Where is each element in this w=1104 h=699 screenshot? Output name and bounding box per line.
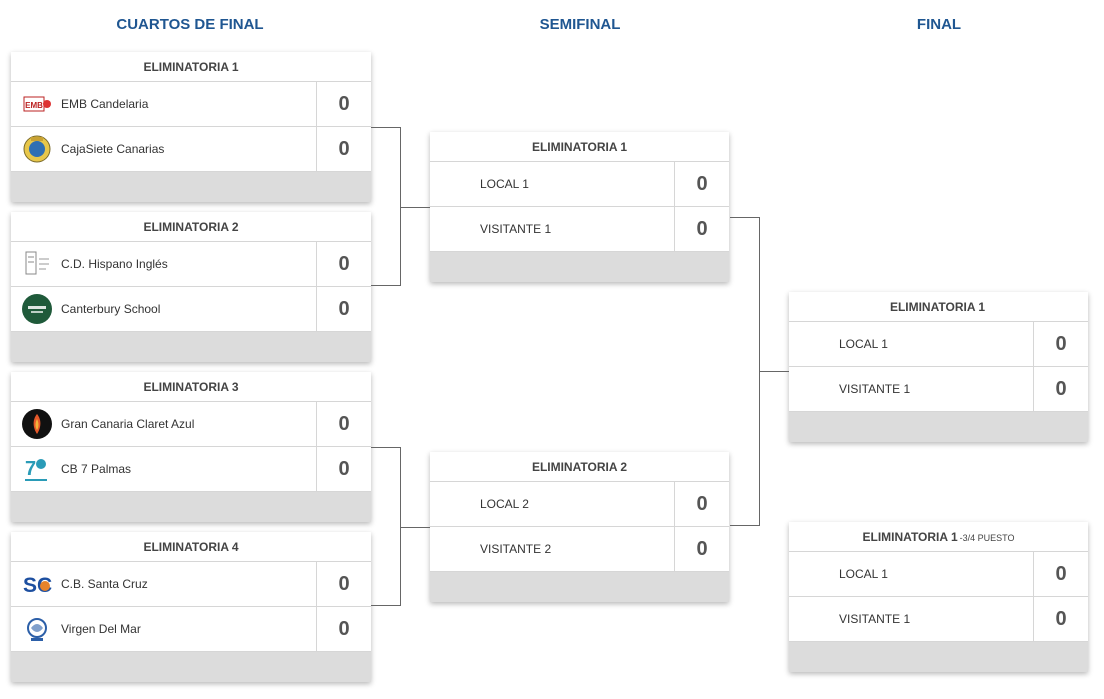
third-place-suffix: -3/4 PUESTO bbox=[959, 533, 1015, 543]
match-footer bbox=[430, 572, 729, 602]
match-footer bbox=[430, 252, 729, 282]
team-score: 0 bbox=[674, 162, 729, 206]
team-name: Canterbury School bbox=[61, 302, 161, 316]
match-title: ELIMINATORIA 1 bbox=[430, 132, 729, 162]
match-footer bbox=[11, 172, 371, 202]
team-row[interactable]: CajaSiete Canarias 0 bbox=[11, 127, 371, 172]
team-name: C.B. Santa Cruz bbox=[61, 577, 148, 591]
quarter-match-4[interactable]: ELIMINATORIA 4 SC C.B. Santa Cruz 0 Virg… bbox=[11, 532, 371, 682]
team-score: 0 bbox=[674, 207, 729, 251]
bracket-connector bbox=[371, 127, 401, 286]
match-footer bbox=[11, 652, 371, 682]
final-match[interactable]: ELIMINATORIA 1 LOCAL 1 0 VISITANTE 1 0 bbox=[789, 292, 1088, 442]
cajasiete-canarias-logo bbox=[21, 133, 53, 165]
team-score: 0 bbox=[1033, 322, 1088, 366]
match-title: ELIMINATORIA 3 bbox=[11, 372, 371, 402]
team-name: EMB Candelaria bbox=[61, 97, 149, 111]
quarter-match-1[interactable]: ELIMINATORIA 1 EMB EMB Candelaria 0 Caja… bbox=[11, 52, 371, 202]
team-row[interactable]: 7 CB 7 Palmas 0 bbox=[11, 447, 371, 492]
semi-match-1[interactable]: ELIMINATORIA 1 LOCAL 1 0 VISITANTE 1 0 bbox=[430, 132, 729, 282]
team-row[interactable]: LOCAL 1 0 bbox=[789, 552, 1088, 597]
semi-match-2[interactable]: ELIMINATORIA 2 LOCAL 2 0 VISITANTE 2 0 bbox=[430, 452, 729, 602]
match-title: ELIMINATORIA 4 bbox=[11, 532, 371, 562]
team-name: Virgen Del Mar bbox=[61, 622, 141, 636]
team-row[interactable]: LOCAL 1 0 bbox=[789, 322, 1088, 367]
team-score: 0 bbox=[1033, 552, 1088, 596]
quarter-match-3[interactable]: ELIMINATORIA 3 Gran Canaria Claret Azul … bbox=[11, 372, 371, 522]
team-name: VISITANTE 1 bbox=[480, 222, 552, 236]
match-footer bbox=[789, 642, 1088, 672]
team-name: LOCAL 1 bbox=[839, 337, 888, 351]
team-name: VISITANTE 1 bbox=[839, 382, 911, 396]
bracket-connector bbox=[730, 217, 760, 526]
team-name: CajaSiete Canarias bbox=[61, 142, 165, 156]
team-name: LOCAL 1 bbox=[480, 177, 529, 191]
team-row[interactable]: LOCAL 2 0 bbox=[430, 482, 729, 527]
team-row[interactable]: VISITANTE 1 0 bbox=[430, 207, 729, 252]
team-score: 0 bbox=[1033, 597, 1088, 641]
team-row[interactable]: EMB EMB Candelaria 0 bbox=[11, 82, 371, 127]
team-row[interactable]: Gran Canaria Claret Azul 0 bbox=[11, 402, 371, 447]
bracket-connector bbox=[759, 371, 789, 372]
team-row[interactable]: C.D. Hispano Inglés 0 bbox=[11, 242, 371, 287]
team-name: LOCAL 2 bbox=[480, 497, 529, 511]
team-score: 0 bbox=[316, 82, 371, 126]
team-name: VISITANTE 1 bbox=[839, 612, 911, 626]
emb-candelaria-logo: EMB bbox=[21, 88, 53, 120]
team-row[interactable]: Canterbury School 0 bbox=[11, 287, 371, 332]
team-score: 0 bbox=[674, 527, 729, 571]
match-title: ELIMINATORIA 1 bbox=[11, 52, 371, 82]
team-row[interactable]: Virgen Del Mar 0 bbox=[11, 607, 371, 652]
match-title: ELIMINATORIA 1 bbox=[789, 292, 1088, 322]
match-title: ELIMINATORIA 2 bbox=[430, 452, 729, 482]
team-row[interactable]: VISITANTE 2 0 bbox=[430, 527, 729, 572]
team-name: LOCAL 1 bbox=[839, 567, 888, 581]
third-place-match[interactable]: ELIMINATORIA 1-3/4 PUESTO LOCAL 1 0 VISI… bbox=[789, 522, 1088, 672]
team-score: 0 bbox=[316, 447, 371, 491]
team-name: CB 7 Palmas bbox=[61, 462, 132, 476]
team-row[interactable]: LOCAL 1 0 bbox=[430, 162, 729, 207]
team-score: 0 bbox=[316, 242, 371, 286]
team-score: 0 bbox=[316, 287, 371, 331]
match-footer bbox=[11, 492, 371, 522]
match-title: ELIMINATORIA 1-3/4 PUESTO bbox=[789, 522, 1088, 552]
team-row[interactable]: VISITANTE 1 0 bbox=[789, 367, 1088, 412]
canterbury-school-logo bbox=[21, 293, 53, 325]
svg-text:EMB: EMB bbox=[25, 101, 43, 110]
round-title-semis: SEMIFINAL bbox=[539, 16, 621, 33]
round-title-quarters: CUARTOS DE FINAL bbox=[116, 16, 264, 33]
round-title-final: FINAL bbox=[916, 16, 962, 33]
team-score: 0 bbox=[316, 127, 371, 171]
team-name: VISITANTE 2 bbox=[480, 542, 552, 556]
virgen-del-mar-logo bbox=[21, 613, 53, 645]
match-footer bbox=[11, 332, 371, 362]
team-row[interactable]: VISITANTE 1 0 bbox=[789, 597, 1088, 642]
bracket-connector bbox=[400, 207, 430, 208]
match-footer bbox=[789, 412, 1088, 442]
svg-text:7: 7 bbox=[25, 458, 36, 480]
team-score: 0 bbox=[1033, 367, 1088, 411]
cb-santa-cruz-logo: SC bbox=[21, 568, 53, 600]
quarter-match-2[interactable]: ELIMINATORIA 2 C.D. Hispano Inglés 0 Can… bbox=[11, 212, 371, 362]
match-title: ELIMINATORIA 2 bbox=[11, 212, 371, 242]
svg-text:SC: SC bbox=[23, 574, 52, 597]
claret-azul-logo bbox=[21, 408, 53, 440]
team-name: Gran Canaria Claret Azul bbox=[61, 417, 195, 431]
team-score: 0 bbox=[316, 562, 371, 606]
bracket-connector bbox=[371, 447, 401, 606]
team-score: 0 bbox=[674, 482, 729, 526]
team-score: 0 bbox=[316, 607, 371, 651]
hispano-ingles-logo bbox=[21, 248, 53, 280]
team-score: 0 bbox=[316, 402, 371, 446]
team-row[interactable]: SC C.B. Santa Cruz 0 bbox=[11, 562, 371, 607]
bracket-connector bbox=[400, 527, 430, 528]
cb-7-palmas-logo: 7 bbox=[21, 453, 53, 485]
team-name: C.D. Hispano Inglés bbox=[61, 257, 168, 271]
